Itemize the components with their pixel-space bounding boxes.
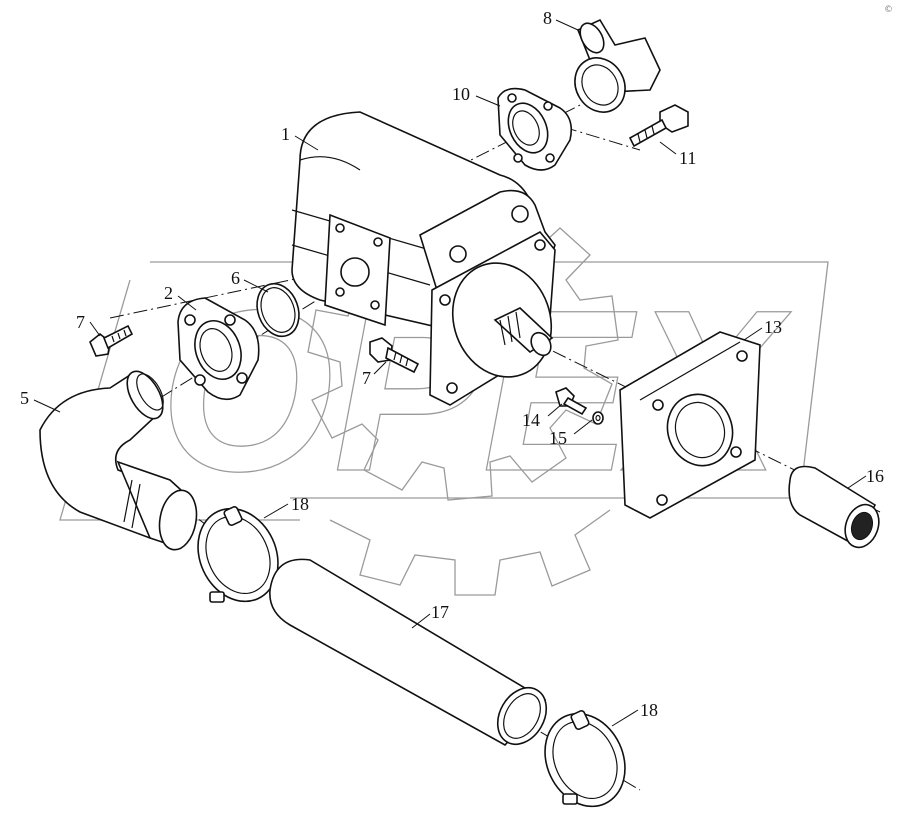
part-18-hose-clamp-lower [544, 709, 626, 808]
part-13-adapter-plate [619, 331, 761, 519]
callout-6: 6 [231, 268, 240, 288]
callout-10: 10 [452, 84, 470, 104]
callout-15: 15 [549, 428, 567, 448]
watermark-corner-mark: © [884, 5, 893, 15]
part-16-coupling-sleeve [788, 465, 880, 549]
callout-18-lower: 18 [640, 700, 658, 720]
callout-14: 14 [522, 410, 540, 430]
callout-5: 5 [20, 388, 29, 408]
callout-18-upper: 18 [291, 494, 309, 514]
part-6-o-ring [256, 282, 300, 338]
part-7-bolt-center [369, 337, 420, 374]
part-1-pump-body [291, 111, 556, 406]
callout-labels: 1 2 5 6 7 7 8 10 11 13 14 15 16 17 18 18 [20, 8, 884, 720]
callout-7-left: 7 [76, 312, 85, 332]
part-7-bolt-left [89, 324, 134, 357]
watermark-gear-outline-lower [329, 509, 611, 596]
callout-8: 8 [543, 8, 552, 28]
part-11-bolt [628, 104, 689, 148]
part-10-flange [497, 87, 573, 171]
callout-11: 11 [679, 148, 696, 168]
part-14-screw [555, 387, 588, 416]
leader-lines [33, 19, 867, 727]
callout-16: 16 [866, 466, 884, 486]
callout-2: 2 [164, 283, 173, 303]
part-15-washer [592, 411, 604, 425]
part-2-split-flange [177, 297, 260, 401]
part-8-elbow-fitting [574, 18, 661, 113]
part-17-straight-hose [269, 558, 548, 747]
callout-13: 13 [764, 317, 782, 337]
part-18-hose-clamp-upper [197, 505, 279, 603]
part-5-elbow-hose [39, 370, 198, 551]
callout-7-center: 7 [362, 368, 371, 388]
callout-17: 17 [431, 602, 449, 622]
callout-1: 1 [281, 124, 290, 144]
